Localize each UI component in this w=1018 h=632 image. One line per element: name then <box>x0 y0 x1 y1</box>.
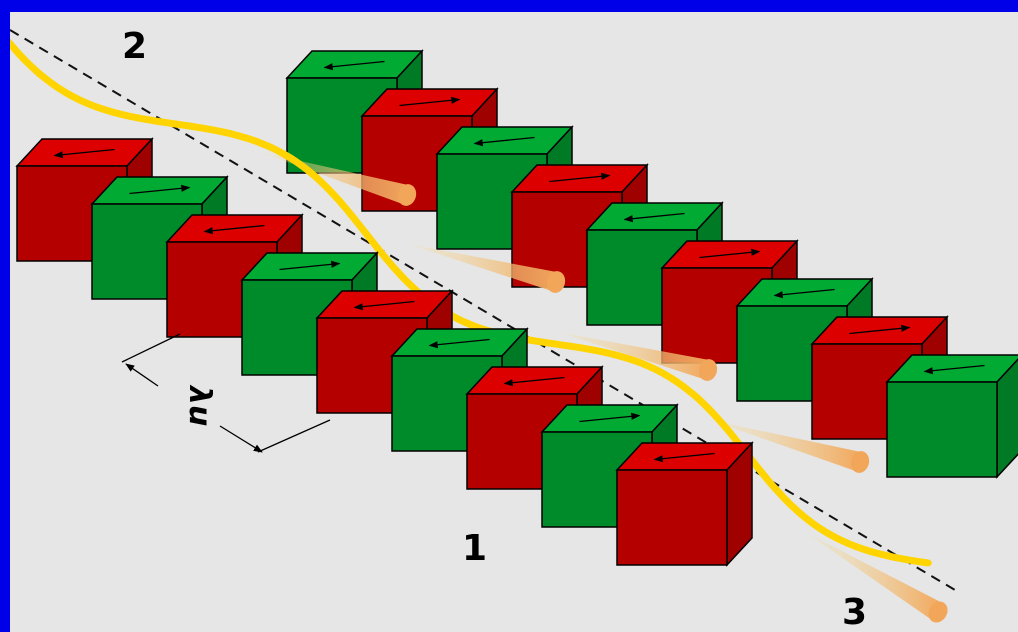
label-electron-beam: 2 <box>122 26 147 67</box>
magnet-front <box>886 381 998 478</box>
cone-body <box>710 420 863 472</box>
magnetization-arrow <box>53 148 115 159</box>
wiggling-electron-path <box>10 38 932 567</box>
magnetization-arrow <box>203 224 265 235</box>
magnet-front <box>616 469 728 566</box>
label-period: λu <box>182 384 217 426</box>
magnetization-arrow <box>428 338 490 349</box>
label-magnets: 1 <box>462 528 487 569</box>
label-radiation: 3 <box>842 592 867 632</box>
radiation-cone-3 <box>558 332 718 381</box>
period-extension-line-1 <box>121 333 181 363</box>
cone-body <box>558 332 711 380</box>
magnetization-arrow <box>923 364 985 375</box>
period-annotation <box>121 333 331 453</box>
magnetization-arrow <box>623 212 685 223</box>
front-magnet-row <box>15 137 754 567</box>
undulator-diagram: 2 1 3 λu <box>10 12 1018 632</box>
period-arrow-end <box>219 425 263 453</box>
cone-end <box>698 359 718 381</box>
magnet-back-9 <box>885 354 1018 479</box>
radiation-cone-2 <box>408 244 566 293</box>
radiation-cone-5 <box>805 532 948 623</box>
electron-beam <box>10 29 956 591</box>
cone-end <box>850 451 870 473</box>
magnetization-arrow <box>579 412 641 423</box>
period-arrow-start <box>125 363 159 387</box>
magnetization-arrow <box>503 376 565 387</box>
magnetization-arrow <box>849 324 911 335</box>
magnetization-arrow <box>353 300 415 311</box>
beam-axis <box>10 29 956 591</box>
magnetization-arrow <box>473 136 535 147</box>
magnetization-arrow <box>399 96 461 107</box>
radiation-cones <box>260 152 948 623</box>
undulator-illustration: 2 1 3 λu <box>10 26 1018 632</box>
magnetization-arrow <box>699 248 761 259</box>
magnetization-arrow <box>129 184 191 195</box>
cone-body <box>805 532 944 621</box>
magnetization-arrow <box>653 452 715 463</box>
magnetization-arrow <box>549 172 611 183</box>
cone-body <box>408 244 559 292</box>
radiation-cone-4 <box>710 420 870 473</box>
period-extension-line-2 <box>257 419 331 453</box>
cone-end <box>546 271 566 293</box>
magnetization-arrow <box>323 60 385 71</box>
magnetization-arrow <box>279 260 341 271</box>
cone-end <box>397 184 417 206</box>
cone-end <box>928 601 948 623</box>
magnet-front-6 <box>390 327 529 453</box>
magnetization-arrow <box>773 288 835 299</box>
magnet-front-9 <box>615 441 754 567</box>
back-magnet-row <box>285 49 1018 479</box>
